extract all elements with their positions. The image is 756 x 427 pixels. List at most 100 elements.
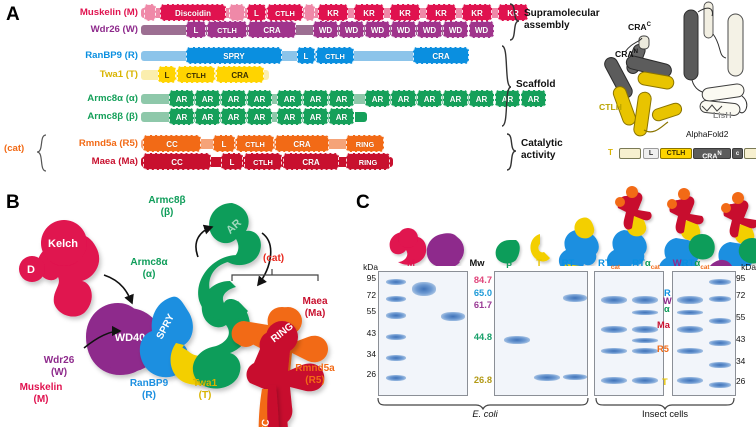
ladder-left-34: 34 [366, 349, 376, 359]
domain-kr-5: KR [462, 4, 492, 21]
mini-box-l: L [643, 148, 659, 159]
bracket-line2: assembly [524, 20, 570, 31]
protein-name-armc8a: Armc8α (α) [87, 93, 138, 104]
protein-name-wdr26: Wdr26 (W) [90, 24, 138, 35]
lane-sub-cat: cat [650, 263, 660, 271]
twa1-mini-schematic: T L CTLH CRAN c [608, 147, 756, 161]
domain-kr-2: KR [354, 4, 384, 21]
blob-muskelin [19, 220, 100, 317]
brace-ecoli [377, 397, 589, 410]
band-id-r5: R5 [657, 344, 669, 354]
domain-kr-1: KR [318, 4, 348, 21]
domain-bar-ranbp9: SPRY L CTLH CRA [141, 47, 509, 64]
domain-ar-5: AR [277, 108, 302, 125]
kda-title-right: kDa [741, 262, 756, 272]
lane-sub-cat: cat [700, 263, 710, 271]
brace-insect [595, 397, 735, 410]
lane-part-rt: RT [598, 258, 611, 269]
alphafold-structure-cartoon [592, 0, 756, 145]
gel-1 [378, 271, 468, 396]
structure-label-cra-n: CRAN [615, 49, 638, 59]
domain-ctlh: CTLH [244, 153, 282, 170]
mini-box-ctlh: CTLH [660, 148, 692, 159]
domain-ar-11: AR [443, 90, 468, 107]
domain-wd-1: WD [313, 21, 338, 38]
lane-label-beta: β [506, 258, 512, 269]
protein-name-ranbp9: RanBP9 (R) [85, 50, 138, 61]
kda-title-left: kDa [363, 262, 378, 272]
structure-label-cra-c: CRAC [628, 22, 651, 32]
mw-value-44-8: 44.8 [473, 332, 492, 342]
domain-wd-7: WD [469, 21, 494, 38]
domain-l: L [247, 4, 266, 21]
domain-ctlh: CTLH [236, 135, 274, 152]
domain-ctlh: CTLH [177, 66, 215, 83]
domain-l: L [186, 21, 206, 38]
structure-label-ctlh: CTLH [599, 102, 622, 112]
domain-bar-rmnd5a: CC L CTLH CRA RING [141, 135, 509, 152]
cra-n-sup: N [633, 49, 638, 56]
domain-discoidin: Discoidin [160, 4, 226, 21]
domain-ar-14: AR [521, 90, 546, 107]
blob-label-cc: CC [259, 418, 272, 427]
cra-n-text: CRA [615, 49, 634, 59]
label-line1: Armc8α [130, 257, 168, 268]
bracket-line2: activity [521, 150, 556, 161]
domain-ar-2: AR [195, 90, 220, 107]
lane-label-t: T [536, 258, 542, 269]
gel-4 [672, 271, 736, 396]
ladder-left-55: 55 [366, 306, 376, 316]
label-armc8a: Armc8α (α) [110, 257, 188, 280]
label-line2: (W) [50, 366, 68, 378]
gel-2 [494, 271, 588, 396]
bracket-scaffold [501, 45, 512, 127]
label-line2: (α) [142, 268, 156, 280]
bracket-catalytic [506, 133, 517, 171]
label-line1: Armc8β [148, 195, 186, 206]
protein-name-muskelin: Muskelin (M) [79, 7, 138, 18]
label-line2: (R) [142, 389, 156, 401]
label-line1: Twa1 [192, 378, 218, 389]
domain-ring: RING [346, 153, 390, 170]
domain-ctlh: CTLH [207, 21, 247, 38]
domain-ar-12: AR [469, 90, 494, 107]
lane-label-m: M [407, 258, 415, 269]
bracket-label-catalytic: Catalytic activity [521, 138, 563, 162]
ladder-right-55: 55 [736, 312, 746, 322]
band-id-w: W [663, 296, 672, 306]
domain-l: L [213, 135, 235, 152]
panel-c-complex-cartoons [389, 186, 756, 266]
label-wdr26: Wdr26 (W) [20, 355, 98, 378]
domain-bar-wdr26: L CTLH CRA WD WD WD WD WD WD WD [141, 21, 509, 38]
band-id-ma: Ma [657, 320, 670, 330]
ladder-left-95: 95 [366, 273, 376, 283]
domain-ar-1: AR [169, 108, 194, 125]
mw-value-65-0: 65.0 [473, 288, 492, 298]
label-line2: (β) [160, 206, 174, 218]
domain-ring: RING [346, 135, 384, 152]
domain-kr-6: KR [498, 4, 528, 21]
label-maea: Maea (Ma) [288, 296, 342, 319]
label-line1: Rmnd5a [295, 363, 335, 374]
band-id-r: R [664, 288, 671, 298]
panel-b-arrows [83, 224, 272, 349]
lane-part-alpha: α [694, 258, 701, 269]
ladder-left-72: 72 [366, 290, 376, 300]
label-ranbp9: RanBP9 (R) [112, 378, 186, 401]
bracket-supramolecular [509, 3, 520, 41]
ladder-left-43: 43 [366, 328, 376, 338]
lane-label-rt-cat: RTcat [592, 258, 626, 271]
ladder-right-72: 72 [736, 290, 746, 300]
domain-spry: SPRY [186, 47, 282, 64]
blob-label-wd40: WD40 [115, 332, 146, 344]
domain-kr-3: KR [390, 4, 420, 21]
ladder-left-26: 26 [366, 369, 376, 379]
domain-wd-3: WD [365, 21, 390, 38]
label-line2: (Ma) [304, 307, 326, 319]
lane-label-rt: RT [561, 258, 575, 269]
source-label-insect: Insect cells [642, 409, 688, 419]
domain-ar-10: AR [417, 90, 442, 107]
cra-c-text: CRA [628, 22, 647, 32]
protein-name-armc8b: Armc8β (β) [87, 111, 138, 122]
lane-label-w: W [436, 258, 446, 269]
